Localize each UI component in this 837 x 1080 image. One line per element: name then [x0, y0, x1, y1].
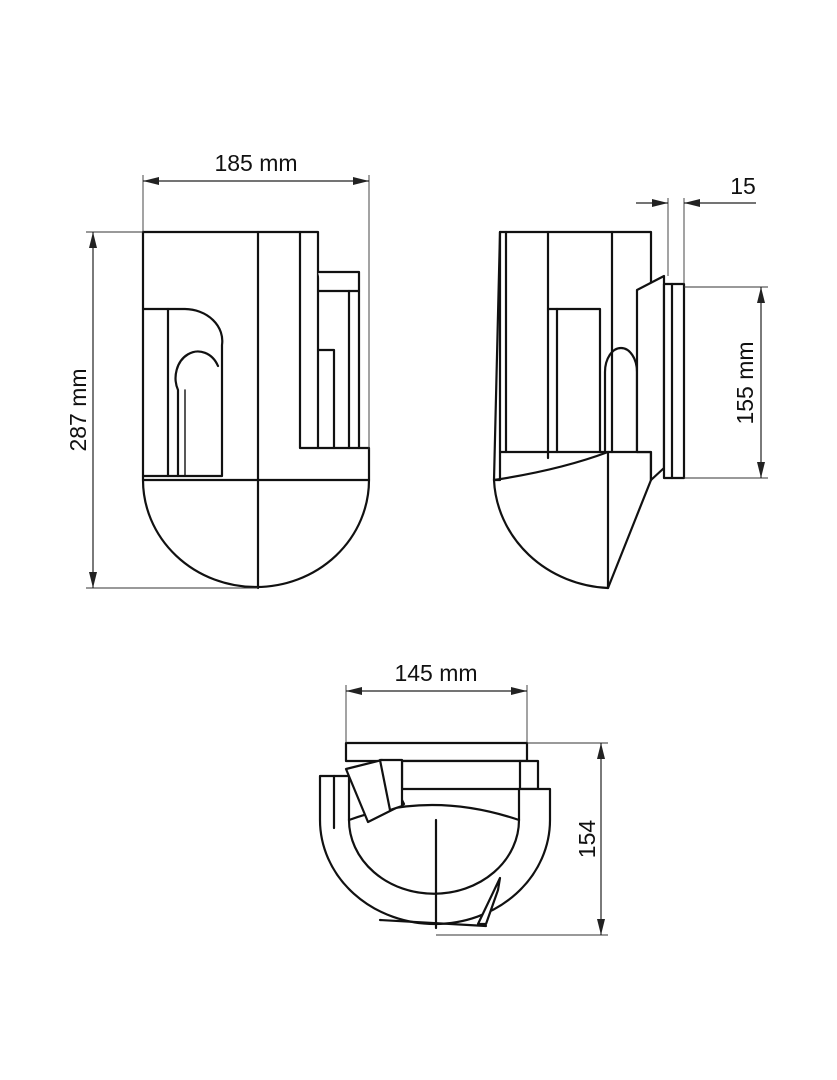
dimension-top-width: 145 mm — [345, 660, 528, 743]
side-plate-height-label: 155 mm — [732, 341, 758, 424]
side-depth-label: 15 — [730, 173, 756, 199]
side-view — [492, 230, 686, 590]
top-depth-label: 154 — [574, 820, 600, 859]
top-width-label: 145 mm — [394, 660, 477, 686]
front-height-label: 287 mm — [65, 368, 91, 451]
top-view — [318, 741, 552, 930]
front-view — [141, 230, 371, 590]
front-width-label: 185 mm — [214, 150, 297, 176]
dimension-front-height: 287 mm — [65, 231, 258, 589]
dimension-side-depth: 15 — [636, 173, 756, 284]
dimension-side-plate-height: 155 mm — [684, 286, 768, 479]
dimension-front-width: 185 mm — [142, 150, 370, 450]
dimension-top-depth: 154 — [436, 742, 608, 936]
